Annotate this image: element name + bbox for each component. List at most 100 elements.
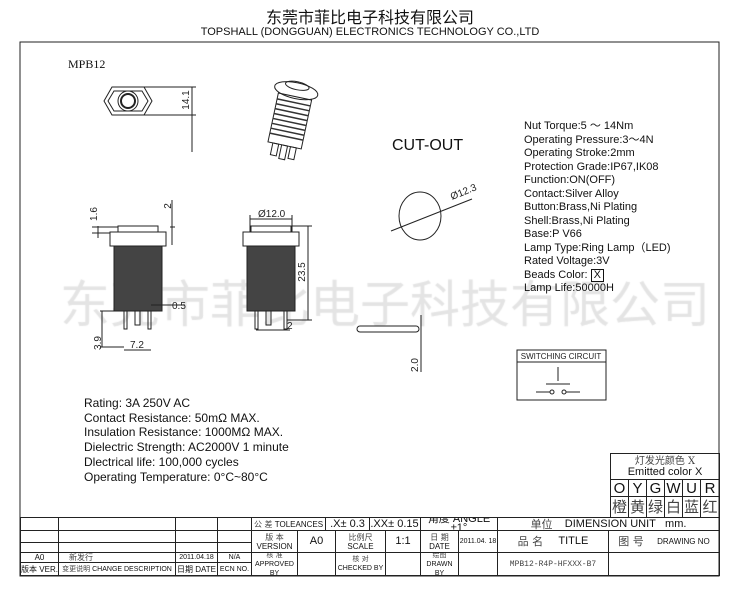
color-letter: G (646, 479, 665, 497)
dim-pin-length: 3.9 (93, 336, 104, 350)
ratings-list: Rating: 3A 250V AC Contact Resistance: 5… (84, 396, 289, 484)
model-label: MPB12 (68, 57, 106, 71)
top-view (103, 86, 196, 152)
dim-diameter: Ø12.0 (258, 209, 286, 220)
spec-item: Lamp Life:50000H (524, 282, 614, 294)
part-number: MPB12-R4P-HFXXX-B7 (497, 552, 609, 576)
approved-cn: 核 准 (266, 552, 283, 559)
drawing-en: DRAWING NO (657, 537, 710, 546)
approved-value (297, 552, 336, 576)
unit-cn: 单位 (530, 517, 553, 531)
hdr-ver: 版本 VER. (20, 562, 59, 576)
dim-nut-thickness: 2.0 (410, 358, 421, 372)
drawing-no-label: 图 号 DRAWING NO (608, 530, 720, 553)
cutout-label: CUT-OUT (392, 137, 464, 154)
spec-item: Base:P V66 (524, 228, 582, 240)
color-cn: 蓝 (682, 496, 701, 518)
scale-en: SCALE (347, 541, 374, 551)
tol-x: .X± 0.3 (325, 517, 370, 531)
side-view-right (242, 215, 312, 331)
hdr-desc-cn: 变更说明 (62, 564, 91, 573)
dim-top: 2 (163, 203, 174, 209)
rating-item: Rating: 3A 250V AC (84, 396, 191, 410)
approved-en: APPROVED BY (255, 560, 294, 576)
color-cn: 黄 (628, 496, 647, 518)
spec-item: Button:Brass,Ni Plating (524, 201, 638, 213)
unit-en: DIMENSION UNIT (564, 517, 656, 530)
dimension-unit: 单位 DIMENSION UNIT mm. (497, 517, 720, 531)
dim-pin-gap: 0.5 (172, 301, 186, 312)
dim-pin-span: 7.2 (130, 340, 144, 351)
spec-item: Operating Stroke:2mm (524, 147, 635, 159)
drawn-cn: 绘图 (432, 552, 447, 559)
spec-item: Contact:Silver Alloy (524, 187, 619, 200)
spec-item: Lamp Type:Ring Lamp（LED) (524, 241, 671, 254)
color-title-cn: 灯发光颜色 X (610, 453, 720, 468)
dim-cutout-diameter: Ø12.3 (449, 182, 479, 203)
date-value: 2011.04. 18 (458, 530, 498, 553)
spec-list: Nut Torque:5 ～ 14Nm Operating Pressure:3… (524, 120, 671, 296)
drawn-value (458, 552, 498, 576)
tol-en: TOLEANCES (274, 519, 324, 529)
color-letter: U (682, 479, 701, 497)
rating-item: Insulation Resistance: 1000MΩ MAX. (84, 425, 284, 440)
color-cn: 白 (664, 496, 683, 518)
side-view-left (92, 200, 185, 351)
rating-item: Dlectrical life: 100,000 cycles (84, 454, 239, 469)
tol-angle: 角度 ANGLE ±1° (420, 517, 498, 531)
color-cn: 绿 (646, 496, 665, 518)
dim-height: 23.5 (297, 262, 308, 282)
dim-cap: 1.6 (89, 207, 100, 221)
switching-circuit-diagram (516, 349, 607, 401)
hdr-desc-en: CHANGE DESCRIPTION (92, 565, 172, 573)
version-value: A0 (297, 530, 336, 553)
drawn-en: DRAWN BY (426, 560, 453, 576)
dim-hex: 14.1 (181, 90, 192, 110)
beads-value: X (590, 268, 604, 282)
spec-item: Nut Torque:5 ～ 14Nm (524, 120, 634, 132)
color-letter: O (610, 479, 629, 497)
beads-label: Beads Color: (524, 268, 588, 281)
title-en: TITLE (558, 535, 589, 547)
color-letter: R (700, 479, 720, 497)
scale-value: 1:1 (385, 530, 421, 553)
company-name-en: TOPSHALL (DONGGUAN) ELECTRONICS TECHNOLO… (200, 26, 540, 38)
color-letter: W (664, 479, 683, 497)
hdr-date: 日期 DATE (175, 562, 218, 576)
spec-item: Rated Voltage:3V (524, 255, 610, 267)
tol-cn: 公 差 (253, 519, 273, 529)
color-cn: 橙 (610, 496, 629, 518)
sheet-frame (19, 41, 720, 577)
checked-cn: 核 对 (352, 555, 369, 563)
company-name-cn: 东莞市菲比电子科技有限公司 (265, 8, 474, 27)
rating-item: Dielectric Strength: AC2000V 1 minute (84, 440, 289, 455)
spec-item: Function:ON(OFF) (524, 174, 616, 186)
checked-value (385, 552, 421, 576)
hdr-desc: 变更说明 CHANGE DESCRIPTION (58, 562, 176, 576)
color-cn: 红 (700, 496, 720, 518)
dim-pin-width: 2 (287, 321, 293, 332)
tol-xx: .XX± 0.15 (369, 517, 421, 531)
color-title-en: Emitted color X (610, 466, 720, 480)
title-cn: 品 名 (517, 535, 544, 548)
beads-color: Beads Color: X (524, 268, 671, 283)
cutout-view (356, 191, 473, 372)
spec-item: Operating Pressure:3～4N (524, 133, 654, 146)
tolerance-label: 公 差 TOLEANCES (251, 517, 326, 531)
date-cn: 日 期 (430, 532, 449, 542)
drawing-cn: 图 号 (618, 535, 644, 548)
unit-value: mm. (665, 517, 687, 530)
rating-item: Operating Temperature: 0°C~80°C (84, 469, 268, 484)
hdr-ecn: ECN NO. (217, 562, 252, 576)
version-cn: 版 本 (265, 532, 284, 542)
rating-item: Contact Resistance: 50mΩ MAX. (84, 410, 260, 425)
isometric-view (267, 80, 319, 161)
